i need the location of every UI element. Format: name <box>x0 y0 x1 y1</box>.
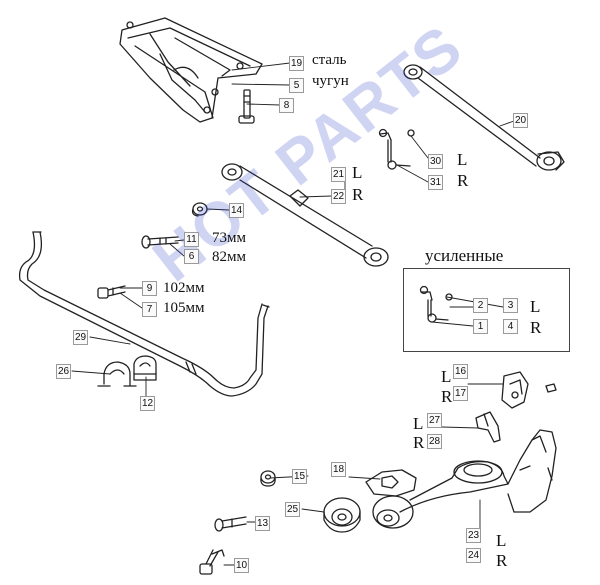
label-right-4: R <box>530 318 542 337</box>
callout-22: 22 <box>331 189 347 204</box>
label-left-27: L <box>413 414 424 433</box>
bushing-12 <box>133 355 157 381</box>
callout-15: 15 <box>292 469 308 484</box>
callout-16: 16 <box>453 364 469 379</box>
label-right-31: R <box>457 171 469 190</box>
callout-10: 10 <box>234 558 250 573</box>
label-right-17: R <box>441 387 453 406</box>
label-right-24: R <box>496 551 508 570</box>
callout-29: 29 <box>73 330 89 345</box>
callout-7: 7 <box>142 302 157 317</box>
callout-26: 26 <box>56 364 72 379</box>
bushing-25 <box>323 497 361 533</box>
callout-17: 17 <box>453 386 469 401</box>
callout-11: 11 <box>184 232 199 247</box>
note-102mm: 102мм <box>163 280 205 296</box>
callout-25: 25 <box>285 502 301 517</box>
lateral-link-21-22 <box>221 163 389 267</box>
bushing-15 <box>260 470 276 487</box>
reinforced-parts-box <box>403 268 570 352</box>
callout-30: 30 <box>428 154 444 169</box>
trailing-arm-20 <box>403 64 565 171</box>
callout-18: 18 <box>331 462 347 477</box>
note-82mm: 82мм <box>212 249 246 265</box>
callout-3: 3 <box>503 298 518 313</box>
bolt-8 <box>238 89 255 124</box>
plate-18 <box>365 469 417 497</box>
callout-1: 1 <box>473 319 488 334</box>
callout-23: 23 <box>466 528 482 543</box>
bolt-13 <box>214 516 247 532</box>
reinforced-label: усиленные <box>425 246 504 265</box>
label-right-22: R <box>352 185 364 204</box>
label-right-28: R <box>413 433 425 452</box>
callout-6: 6 <box>184 249 199 264</box>
label-left-30: L <box>457 150 468 169</box>
arm-bushing <box>372 495 414 529</box>
label-left-16: L <box>441 367 452 386</box>
note-73mm: 73мм <box>212 230 246 246</box>
callout-13: 13 <box>255 516 271 531</box>
callout-5: 5 <box>289 78 304 93</box>
callout-20: 20 <box>513 113 529 128</box>
bolt-7-9 <box>97 285 126 299</box>
callout-27: 27 <box>427 413 443 428</box>
stabilizer-bar-29 <box>18 231 270 397</box>
note-steel: сталь <box>312 52 347 68</box>
callout-8: 8 <box>279 98 294 113</box>
label-left-21: L <box>352 163 363 182</box>
bracket-16-17 <box>501 371 557 409</box>
callout-4: 4 <box>503 319 518 334</box>
callout-12: 12 <box>140 396 156 411</box>
callout-19: 19 <box>289 56 305 71</box>
callout-14: 14 <box>229 203 245 218</box>
rear-subframe <box>119 17 263 123</box>
note-105mm: 105мм <box>163 300 205 316</box>
callout-24: 24 <box>466 548 482 563</box>
bolt-6-11 <box>141 235 179 249</box>
bolt-10 <box>199 549 225 575</box>
note-cast-iron: чугун <box>312 73 349 89</box>
callout-21: 21 <box>331 167 347 182</box>
reinforced-link-1-4 <box>419 285 453 323</box>
callout-2: 2 <box>473 298 488 313</box>
callout-28: 28 <box>427 434 443 449</box>
label-left-3: L <box>530 297 541 316</box>
bracket-27-28 <box>475 411 501 443</box>
callout-31: 31 <box>428 175 444 190</box>
trailing-arm-23-24 <box>399 429 557 513</box>
label-left-23: L <box>496 531 507 550</box>
stabilizer-link-30-31 <box>378 128 415 170</box>
bracket-26 <box>97 361 137 387</box>
callout-9: 9 <box>142 281 157 296</box>
